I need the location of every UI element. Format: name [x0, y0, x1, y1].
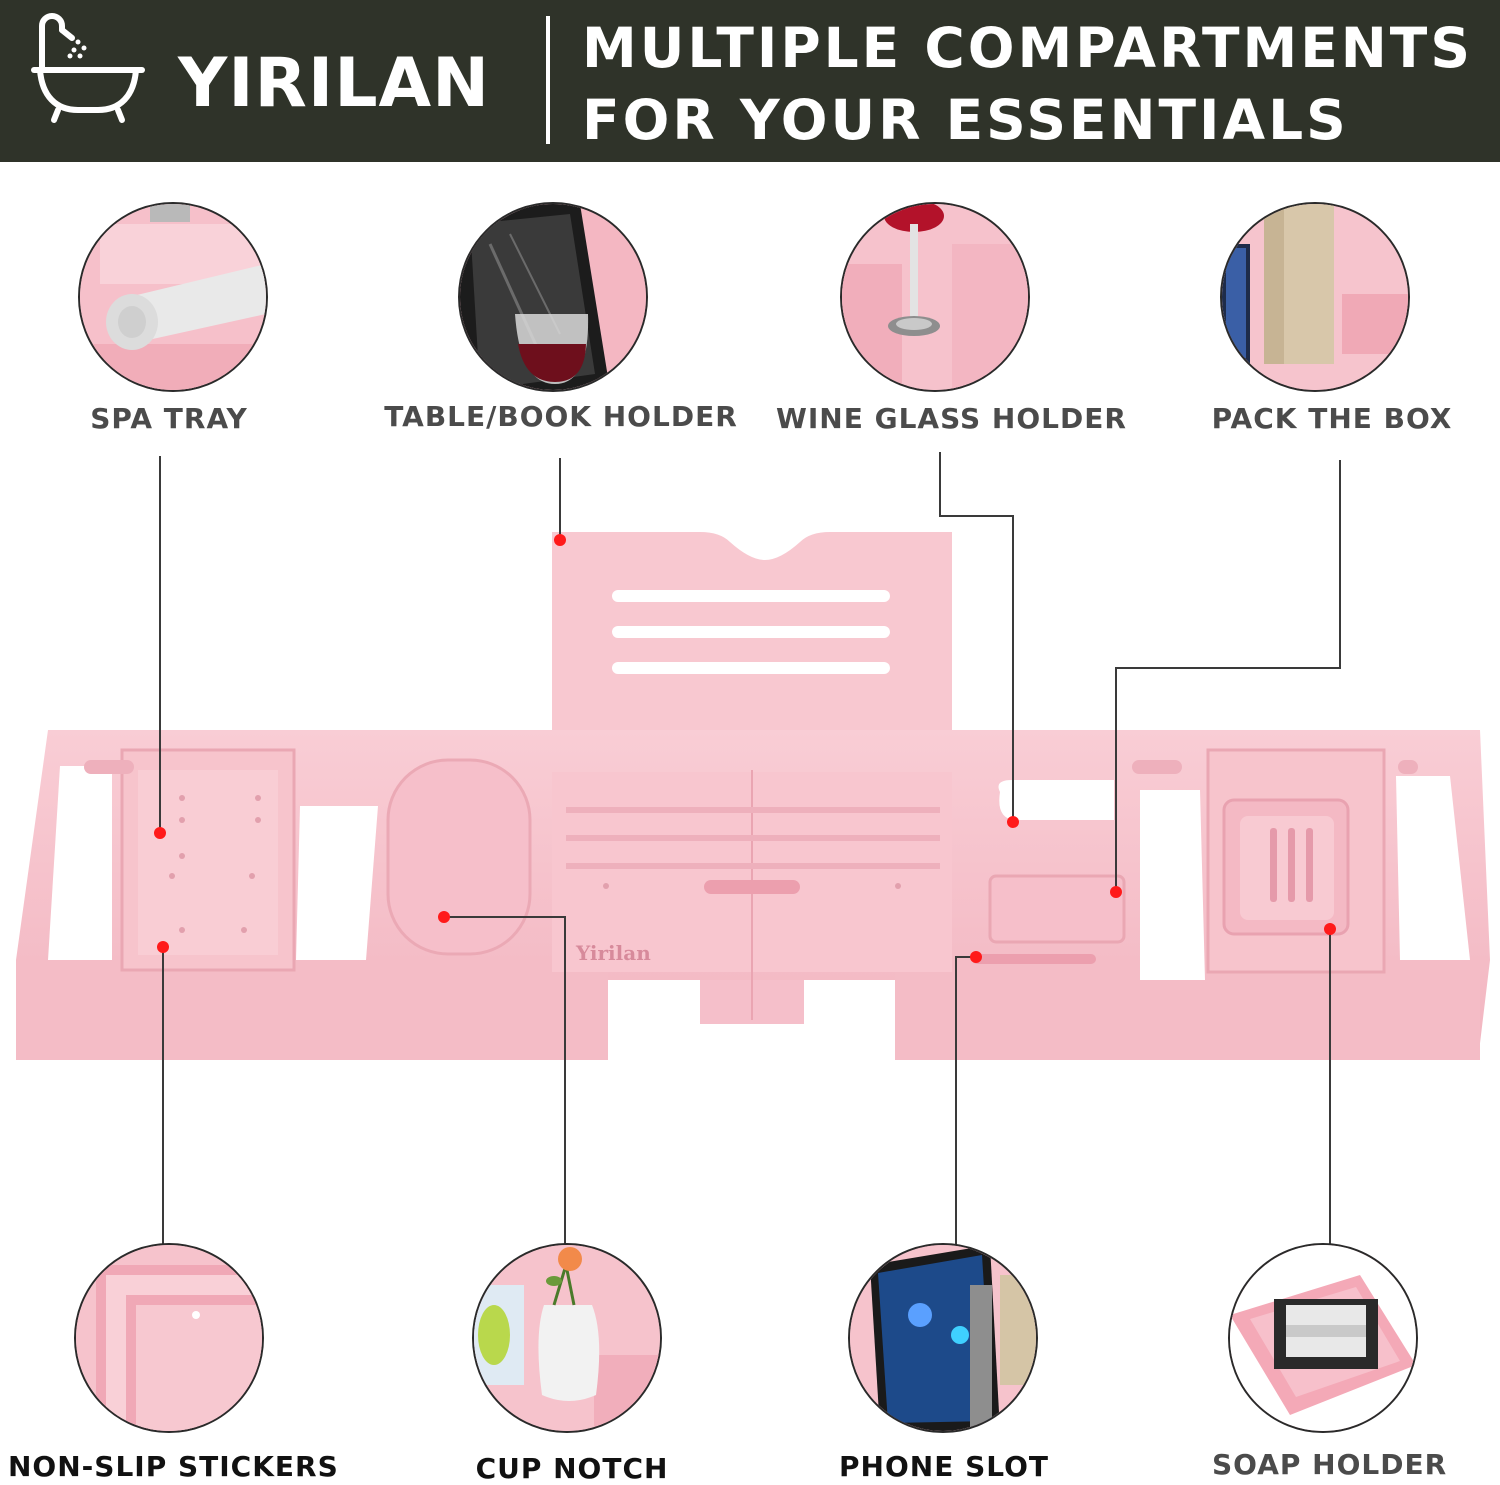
wine-glass-icon	[842, 204, 1028, 390]
phone-slot-thumbnail	[848, 1243, 1038, 1433]
feature-label-non-slip-stickers: NON-SLIP STICKERS	[8, 1450, 339, 1483]
cup-notch-thumbnail	[472, 1243, 662, 1433]
feature-label-pack-the-box: PACK THE BOX	[1211, 402, 1453, 435]
bath-caddy-tray: Yirilan	[16, 532, 1490, 1060]
header-divider	[546, 16, 550, 144]
non-slip-stickers-thumbnail	[74, 1243, 264, 1433]
brand-name: YIRILAN	[178, 44, 491, 123]
spa-tray-thumbnail	[78, 202, 268, 392]
feature-label-cup-notch: CUP NOTCH	[475, 1452, 669, 1485]
headline-line-1: MULTIPLE COMPARTMENTS	[582, 16, 1473, 80]
tablet-wine-icon	[460, 204, 646, 390]
soap-bar-icon	[1230, 1245, 1416, 1431]
headline-line-2: FOR YOUR ESSENTIALS	[582, 88, 1349, 152]
headline: MULTIPLE COMPARTMENTS FOR YOUR ESSENTIAL…	[582, 12, 1497, 156]
tray-body	[16, 730, 1490, 1060]
feature-label-phone-slot: PHONE SLOT	[839, 1450, 1049, 1483]
bathtub-icon	[31, 13, 145, 123]
tray-engraving: Yirilan	[575, 941, 651, 965]
feature-label-spa-tray: SPA TRAY	[90, 402, 248, 435]
feature-label-wine-glass-holder: WINE GLASS HOLDER	[776, 402, 1127, 435]
sticker-corner-icon	[76, 1245, 262, 1431]
pack-the-box-thumbnail	[1220, 202, 1410, 392]
book-holder-thumbnail	[458, 202, 648, 392]
vase-flower-icon	[474, 1245, 660, 1431]
book-holder-panel	[552, 532, 952, 790]
soap-holder-thumbnail	[1228, 1243, 1418, 1433]
feature-label-soap-holder: SOAP HOLDER	[1212, 1448, 1448, 1481]
towel-icon	[80, 204, 266, 390]
header-banner: YIRILAN MULTIPLE COMPARTMENTS FOR YOUR E…	[0, 0, 1500, 162]
feature-label-book-holder: TABLE/BOOK HOLDER	[384, 400, 738, 433]
phone-icon	[850, 1245, 1036, 1431]
box-phone-icon	[1222, 204, 1408, 390]
wine-glass-holder-thumbnail	[840, 202, 1030, 392]
